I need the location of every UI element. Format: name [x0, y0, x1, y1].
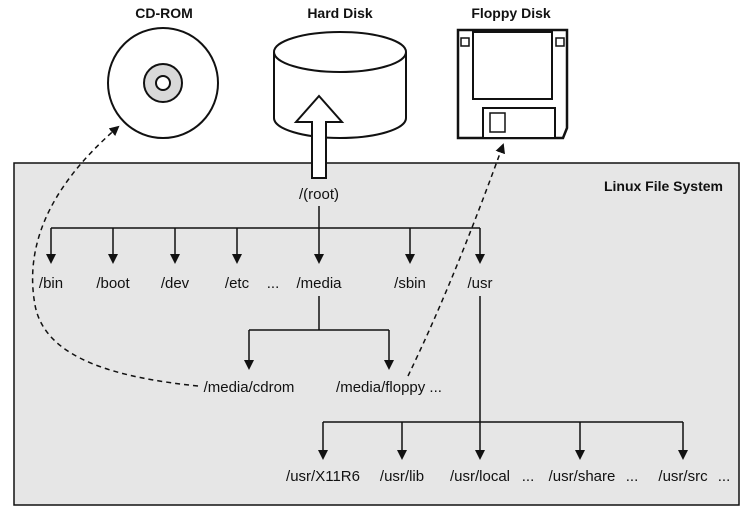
file-system-title: Linux File System [604, 178, 723, 194]
dir-usr: /usr [467, 275, 492, 292]
dir-etc: /etc [225, 275, 250, 292]
hard-disk-title: Hard Disk [307, 5, 373, 21]
dir-usr-local: /usr/local [450, 468, 510, 485]
up-arrow-icon [293, 94, 345, 179]
usr-ellipsis-2: ... [626, 468, 639, 485]
cdrom-icon [107, 27, 219, 139]
root-connectors [46, 206, 485, 264]
dir-usr-x11r6: /usr/X11R6 [286, 468, 360, 485]
floppy-mount-link [407, 143, 505, 377]
dir-ellipsis: ... [267, 275, 280, 292]
root-directory: /(root) [299, 186, 339, 203]
usr-connectors [318, 296, 688, 460]
usr-ellipsis-3: ... [718, 468, 731, 485]
dir-sbin: /sbin [394, 275, 426, 292]
linux-file-system-panel [13, 162, 740, 506]
floppy-disk-icon [456, 28, 569, 140]
cdrom-title: CD-ROM [135, 5, 193, 21]
dir-media: /media [296, 275, 342, 292]
usr-ellipsis-1: ... [522, 468, 535, 485]
dir-media-floppy: /media/floppy ... [336, 379, 442, 396]
media-connectors [244, 296, 394, 370]
dir-boot: /boot [96, 275, 130, 292]
dir-usr-src: /usr/src [658, 468, 708, 485]
floppy-disk-title: Floppy Disk [471, 5, 551, 21]
dir-usr-lib: /usr/lib [380, 468, 424, 485]
dir-bin: /bin [39, 275, 63, 292]
dir-media-cdrom: /media/cdrom [204, 379, 295, 396]
dir-dev: /dev [161, 275, 190, 292]
dir-usr-share: /usr/share [549, 468, 616, 485]
